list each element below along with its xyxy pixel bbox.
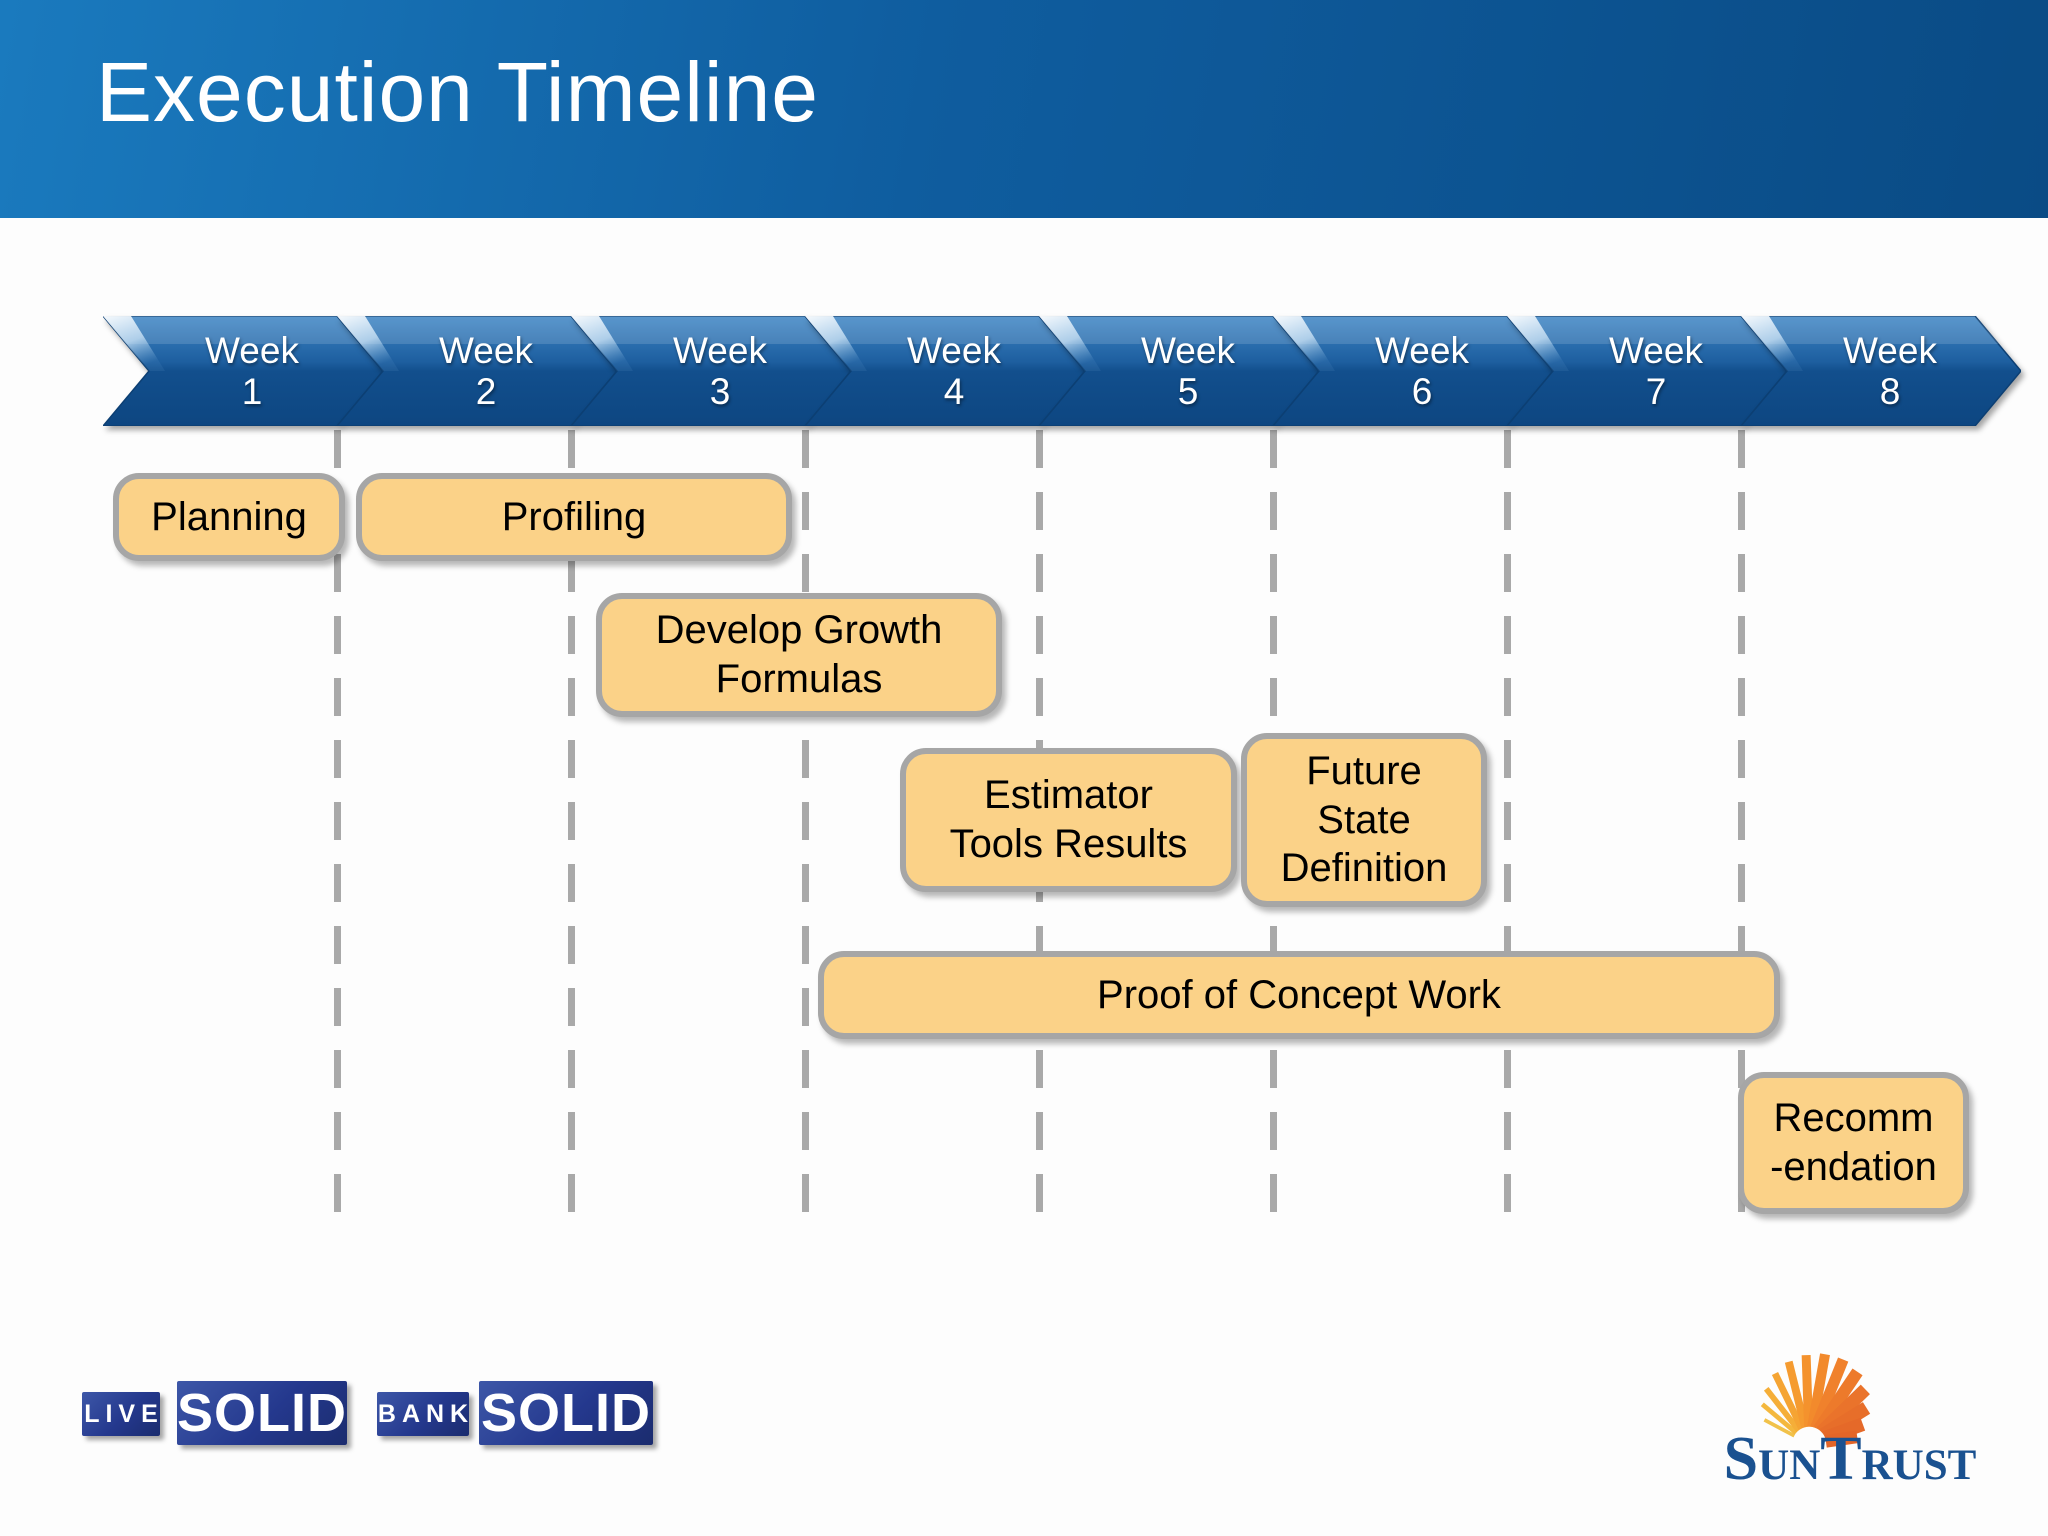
suntrust-wordmark: SunTrust bbox=[1723, 1425, 1977, 1493]
week-arrow-label: Week 8 bbox=[1741, 316, 2021, 426]
week-number: 8 bbox=[1879, 371, 1901, 412]
week-word: Week bbox=[1375, 329, 1469, 371]
task-label-line: Estimator bbox=[984, 773, 1153, 818]
task-label: Profiling bbox=[501, 494, 647, 539]
week-number: 6 bbox=[1411, 371, 1433, 412]
week-word: Week bbox=[1141, 329, 1235, 371]
badge-label: BANK bbox=[377, 1399, 475, 1428]
week-number: 4 bbox=[943, 371, 965, 412]
task-label-line: Recomm bbox=[1773, 1096, 1934, 1141]
bank-solid-badge-solid: SOLID bbox=[479, 1381, 653, 1445]
week-number: 3 bbox=[709, 371, 731, 412]
week-arrow-label: Week 6 bbox=[1273, 316, 1553, 426]
week-word: Week bbox=[907, 329, 1001, 371]
week-gridline-1 bbox=[334, 430, 341, 1228]
week-number: 5 bbox=[1177, 371, 1199, 412]
bank-solid-badge-bank: BANK bbox=[377, 1392, 469, 1436]
task-box-future-state-definition: Future State Definition bbox=[1241, 733, 1487, 907]
chevron-arrow-icon bbox=[337, 316, 617, 426]
week-arrow-6: Week 6 bbox=[1273, 316, 1553, 426]
task-label: Proof of Concept Work bbox=[1097, 972, 1501, 1017]
task-label-line: Develop Growth bbox=[655, 608, 943, 653]
week-arrow-5: Week 5 bbox=[1039, 316, 1319, 426]
week-arrow-label: Week 2 bbox=[337, 316, 617, 426]
week-gridline-6 bbox=[1504, 430, 1511, 1228]
task-box-develop-growth-formulas: Develop Growth Formulas bbox=[596, 593, 1002, 717]
week-arrow-2: Week 2 bbox=[337, 316, 617, 426]
header-banner: Execution Timeline bbox=[0, 0, 2048, 218]
task-box-profiling: Profiling bbox=[356, 473, 792, 561]
chevron-arrow-icon bbox=[571, 316, 851, 426]
week-arrow-label: Week 1 bbox=[103, 316, 383, 426]
task-box-recommendation: Recomm -endation bbox=[1738, 1072, 1969, 1214]
chevron-arrow-icon bbox=[1273, 316, 1553, 426]
badge-label: LIVE bbox=[84, 1399, 164, 1428]
week-arrow-label: Week 4 bbox=[805, 316, 1085, 426]
task-box-estimator-tools-results: Estimator Tools Results bbox=[900, 748, 1237, 892]
badge-label: SOLID bbox=[480, 1383, 651, 1443]
task-box-proof-of-concept-work: Proof of Concept Work bbox=[818, 951, 1780, 1039]
week-arrow-4: Week 4 bbox=[805, 316, 1085, 426]
week-word: Week bbox=[439, 329, 533, 371]
week-arrow-7: Week 7 bbox=[1507, 316, 1787, 426]
week-word: Week bbox=[673, 329, 767, 371]
task-box-planning: Planning bbox=[113, 473, 345, 561]
week-number: 2 bbox=[475, 371, 497, 412]
live-solid-badge-solid: SOLID bbox=[177, 1381, 347, 1445]
week-arrow-label: Week 7 bbox=[1507, 316, 1787, 426]
week-arrow-label: Week 5 bbox=[1039, 316, 1319, 426]
week-arrow-8: Week 8 bbox=[1741, 316, 2021, 426]
task-label-line: Tools Results bbox=[949, 822, 1188, 866]
week-gridline-7 bbox=[1738, 430, 1745, 1228]
week-arrow-3: Week 3 bbox=[571, 316, 851, 426]
week-number: 1 bbox=[241, 371, 263, 412]
week-gridline-3 bbox=[802, 430, 809, 1228]
chevron-arrow-icon bbox=[1507, 316, 1787, 426]
week-arrow-1: Week 1 bbox=[103, 316, 383, 426]
task-label: Planning bbox=[151, 494, 307, 539]
week-arrow-label: Week 3 bbox=[571, 316, 851, 426]
chevron-arrow-icon bbox=[1039, 316, 1319, 426]
week-gridline-2 bbox=[568, 430, 575, 1228]
chevron-arrow-icon bbox=[805, 316, 1085, 426]
week-number: 7 bbox=[1645, 371, 1667, 412]
week-word: Week bbox=[1843, 329, 1937, 371]
chevron-arrow-icon bbox=[103, 316, 383, 426]
task-label-line: Definition bbox=[1280, 846, 1448, 891]
badge-label: SOLID bbox=[177, 1383, 348, 1443]
week-word: Week bbox=[1609, 329, 1703, 371]
task-label-line: -endation bbox=[1770, 1145, 1937, 1189]
live-solid-badge-live: LIVE bbox=[82, 1392, 160, 1436]
task-label-line: Future bbox=[1306, 748, 1422, 793]
page-title: Execution Timeline bbox=[96, 45, 820, 139]
chevron-arrow-icon bbox=[1741, 316, 2021, 426]
task-label-line: Formulas bbox=[715, 657, 883, 701]
task-label-line: State bbox=[1317, 797, 1411, 842]
suntrust-sunburst-icon bbox=[1760, 1353, 1871, 1448]
week-word: Week bbox=[205, 329, 299, 371]
